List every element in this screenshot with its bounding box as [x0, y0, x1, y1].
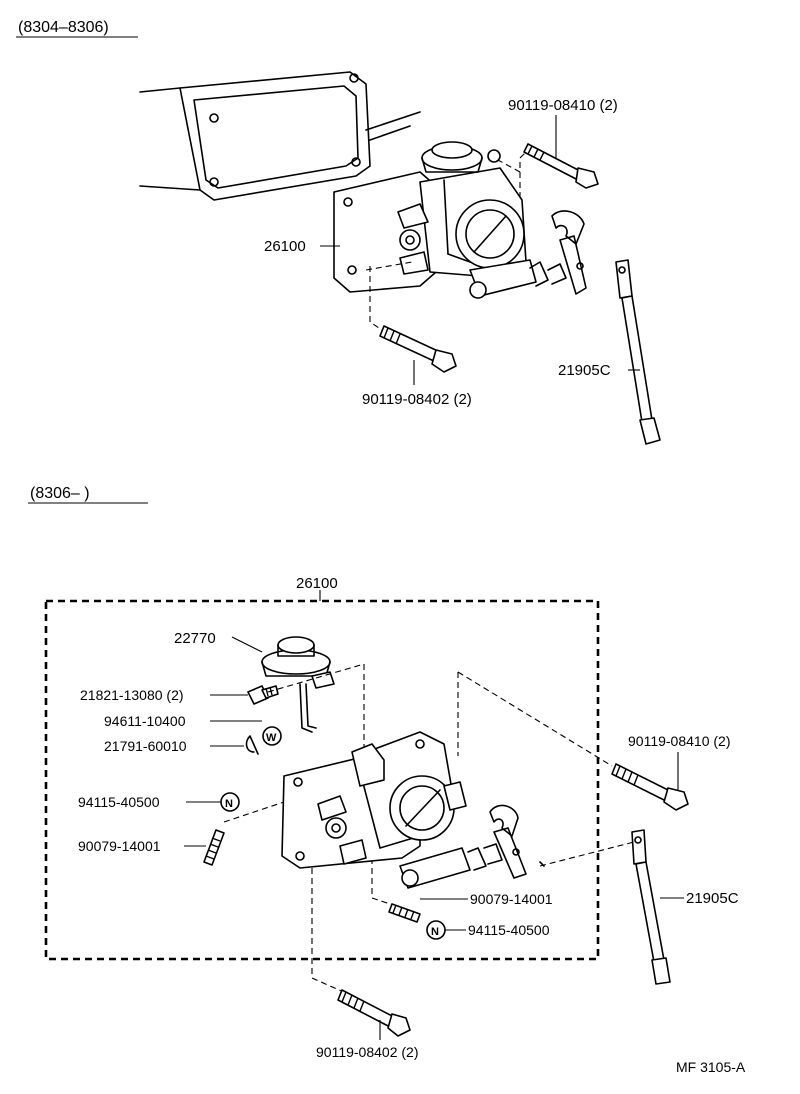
upper-bolt-guide-bottom [457, 671, 613, 767]
bottom-range-heading: (8306– ) [30, 485, 90, 502]
diagram-code: MF 3105-A [676, 1059, 746, 1075]
rod-bottom-drawing [631, 829, 671, 985]
lower-bolt-guide-bottom [311, 848, 349, 995]
label-bolt-upper-bottom: 90119-08410 (2) [628, 733, 730, 749]
throttle-body-bottom-drawing [281, 731, 545, 889]
assembly-frame [44, 599, 600, 961]
label-nut-left: 94115-40500 [78, 794, 160, 810]
washer-mark: W [266, 732, 277, 744]
stud-right-guide [371, 858, 397, 907]
label-bolt-lower-bottom: 90119-08402 (2) [316, 1044, 418, 1060]
stud-left-guide [223, 799, 291, 823]
stud-right-drawing [388, 903, 421, 923]
upper-bolt-guide [519, 149, 529, 198]
washer-symbol [262, 726, 282, 746]
leader-diaphragm [231, 636, 263, 653]
label-nut-right: 94115-40500 [468, 922, 550, 938]
bolt-lower-top-drawing [379, 325, 457, 373]
label-top-bolt-lower: 90119-08402 (2) [362, 391, 472, 408]
nut-mark-left: N [225, 798, 233, 810]
intake-manifold-drawing [139, 71, 421, 201]
label-rod-bottom: 21905C [686, 890, 739, 907]
bottom-section: (8306– ) 26100 W N [28, 485, 739, 1060]
label-stud-left: 90079-14001 [78, 838, 161, 854]
screw-guide [267, 663, 365, 760]
screw-drawing [247, 685, 279, 705]
label-top-throttle-body: 26100 [264, 238, 306, 255]
label-diaphragm: 22770 [174, 630, 216, 647]
bolt-upper-bottom-drawing [611, 763, 689, 811]
nut-mark-right: N [431, 926, 439, 938]
label-top-bolt-upper: 90119-08410 (2) [508, 97, 618, 114]
label-washer: 94611-10400 [104, 713, 186, 729]
label-bottom-assembly: 26100 [296, 575, 338, 592]
bolt-upper-top-drawing [523, 143, 599, 189]
diaphragm-drawing [261, 636, 335, 733]
top-range-heading: (8304–8306) [18, 19, 109, 36]
label-stud-right: 90079-14001 [470, 891, 553, 907]
stud-left-drawing [203, 829, 225, 866]
label-screw: 21821-13080 (2) [80, 687, 184, 703]
rod-top-drawing [615, 259, 661, 445]
bolt-lower-bottom-drawing [337, 989, 411, 1037]
throttle-body-top-drawing [333, 141, 587, 299]
lower-bolt-guide [369, 266, 383, 331]
clip-drawing [245, 735, 259, 755]
top-section: (8304–8306) [16, 19, 661, 445]
label-clip: 21791-60010 [104, 738, 187, 754]
label-top-rod: 21905C [558, 362, 611, 379]
rod-guide [539, 841, 635, 867]
